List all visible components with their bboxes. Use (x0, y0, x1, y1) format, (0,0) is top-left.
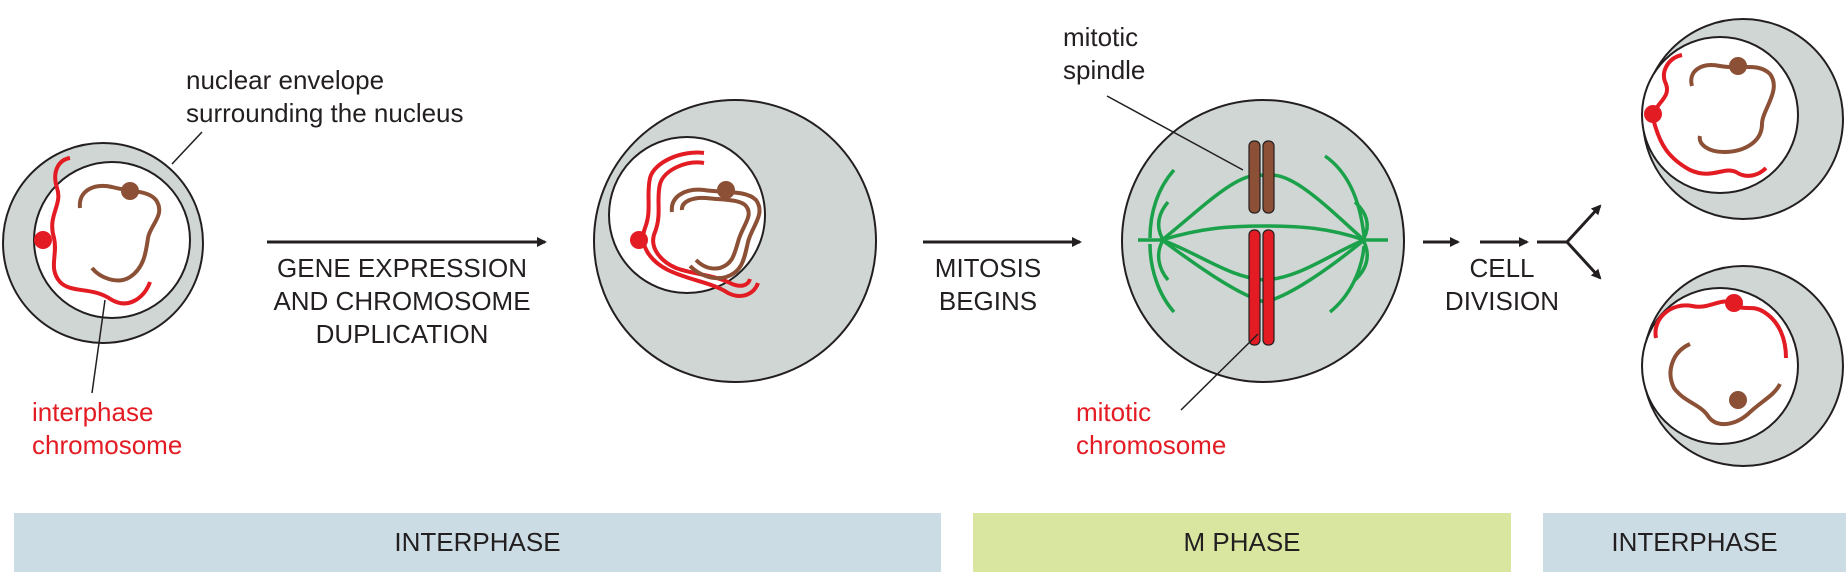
phase-band-interphase-1 (14, 513, 941, 572)
interphase-cell-1 (2, 142, 204, 344)
mitotic-chromosome-label: mitotic chromosome (1076, 397, 1227, 460)
daughter-chromosome-brown-2 (1668, 342, 1782, 426)
daughter-cell-top (1641, 18, 1844, 220)
phase-band-m-phase (973, 513, 1511, 572)
nuclear-envelope-pointer (171, 131, 203, 165)
gene-expression-label: GENE EXPRESSION AND CHROMOSOME DUPLICATI… (273, 253, 531, 349)
mitotic-chromosome-red (1248, 229, 1275, 346)
nuclear-envelope-label: nuclear envelope surrounding the nucleus (186, 65, 464, 128)
interphase-chromosome-red (50, 156, 152, 306)
split-arrow-down (1565, 240, 1602, 280)
duplicated-chromosome-brown-a (669, 187, 762, 281)
mitotic-cell (1121, 99, 1405, 383)
nucleus (1641, 36, 1799, 194)
split-arrow-up (1565, 204, 1602, 244)
daughter-chromosome-red (1651, 53, 1768, 178)
daughter-cell-bottom (1641, 265, 1844, 467)
interphase-chromosome-pointer (91, 299, 106, 394)
mitotic-spindle-pointer (1106, 95, 1244, 171)
mitotic-spindle-label: mitotic spindle (1063, 22, 1146, 85)
phase-label-interphase-1: INTERPHASE (394, 527, 561, 557)
mitosis-begins-label: MITOSIS BEGINS (934, 253, 1042, 316)
duplicated-chromosome-brown-b (680, 195, 751, 271)
daughter-chromosome-brown (1689, 63, 1776, 155)
phase-label-interphase-2: INTERPHASE (1611, 527, 1778, 557)
interphase-chromosome-brown (77, 184, 162, 283)
phase-label-m-phase: M PHASE (1183, 527, 1301, 557)
interphase-cell-2 (593, 99, 877, 383)
interphase-chromosome-label: interphase chromosome (32, 397, 183, 460)
duplicated-chromosome-red-b (651, 160, 752, 288)
mitotic-chromosome-brown (1248, 140, 1275, 214)
cell-division-label: CELL DIVISION (1444, 253, 1560, 316)
duplicated-chromosome-red-a (641, 150, 760, 298)
phase-band-interphase-2 (1543, 513, 1846, 572)
mitotic-chromosome-pointer (1180, 333, 1259, 411)
